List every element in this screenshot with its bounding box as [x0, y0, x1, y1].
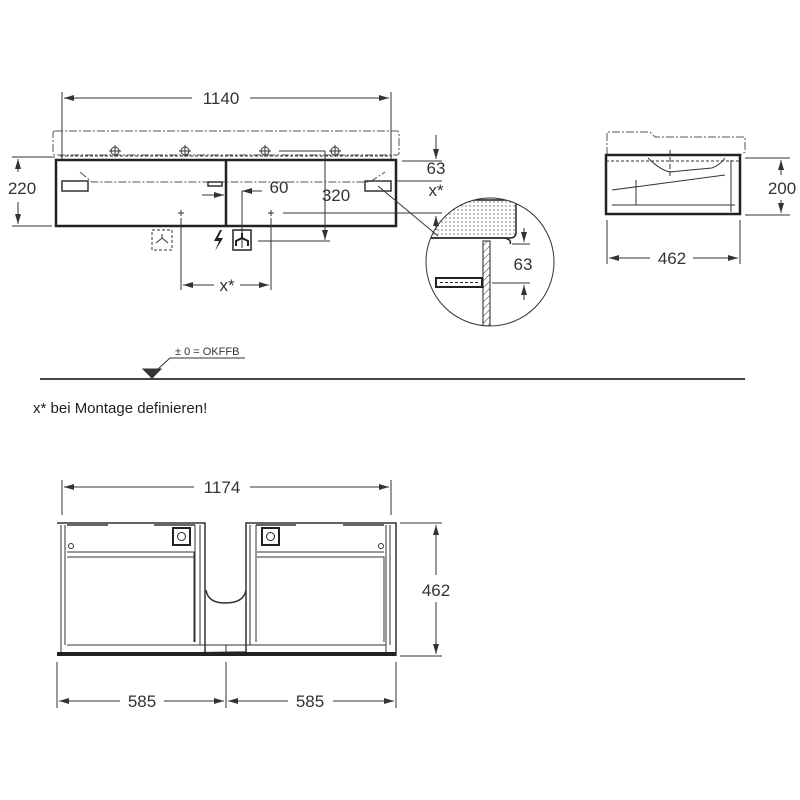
top-width-1174: 1174 [204, 478, 241, 497]
front-view: 1140 220 63 x* 60 320 [8, 89, 446, 295]
detail-view: 63 [425, 197, 555, 327]
level-leader [157, 357, 245, 370]
side-view: 200 462 [604, 131, 796, 268]
installation-note: x* bei Montage definieren! [33, 400, 207, 417]
offset-dimension-320: 320 [322, 186, 350, 205]
offset-dimension-60: 60 [270, 178, 289, 197]
water-connection-icon [232, 229, 252, 251]
left-width-585: 585 [128, 692, 156, 711]
top-view: 1174 462 585 585 [56, 478, 450, 711]
side-height-200: 200 [768, 179, 796, 198]
cabinet-top [56, 522, 397, 656]
top-depth-462: 462 [422, 581, 450, 600]
detail-leader-line [377, 185, 439, 237]
tap-hole-markers [109, 145, 341, 157]
optional-drain-icon [151, 229, 173, 251]
drain-spacing-x-star: x* [219, 276, 235, 295]
countertop-outline [52, 130, 400, 156]
height-dimension-220: 220 [8, 179, 36, 198]
left-handle [61, 180, 89, 192]
drain-point-left [178, 210, 184, 216]
floor-level: ± 0 = OKFFB [40, 346, 745, 380]
basin-outline [79, 171, 386, 183]
cabinet-side [604, 153, 742, 216]
offset-dimension-63: 63 [427, 159, 446, 178]
countertop-outline-side [606, 131, 746, 156]
electrical-lightning-icon [214, 230, 223, 251]
handle-recess [207, 181, 223, 187]
detail-circle [425, 197, 555, 327]
width-dimension-1140: 1140 [203, 89, 240, 108]
side-depth-462: 462 [658, 249, 686, 268]
level-marker-icon [141, 368, 163, 379]
detail-dimension-63: 63 [514, 255, 533, 274]
right-width-585: 585 [296, 692, 324, 711]
right-handle [364, 180, 392, 192]
floor-level-label: ± 0 = OKFFB [175, 346, 239, 358]
x-star-label-vertical: x* [428, 181, 444, 200]
drain-point-right [268, 210, 274, 216]
